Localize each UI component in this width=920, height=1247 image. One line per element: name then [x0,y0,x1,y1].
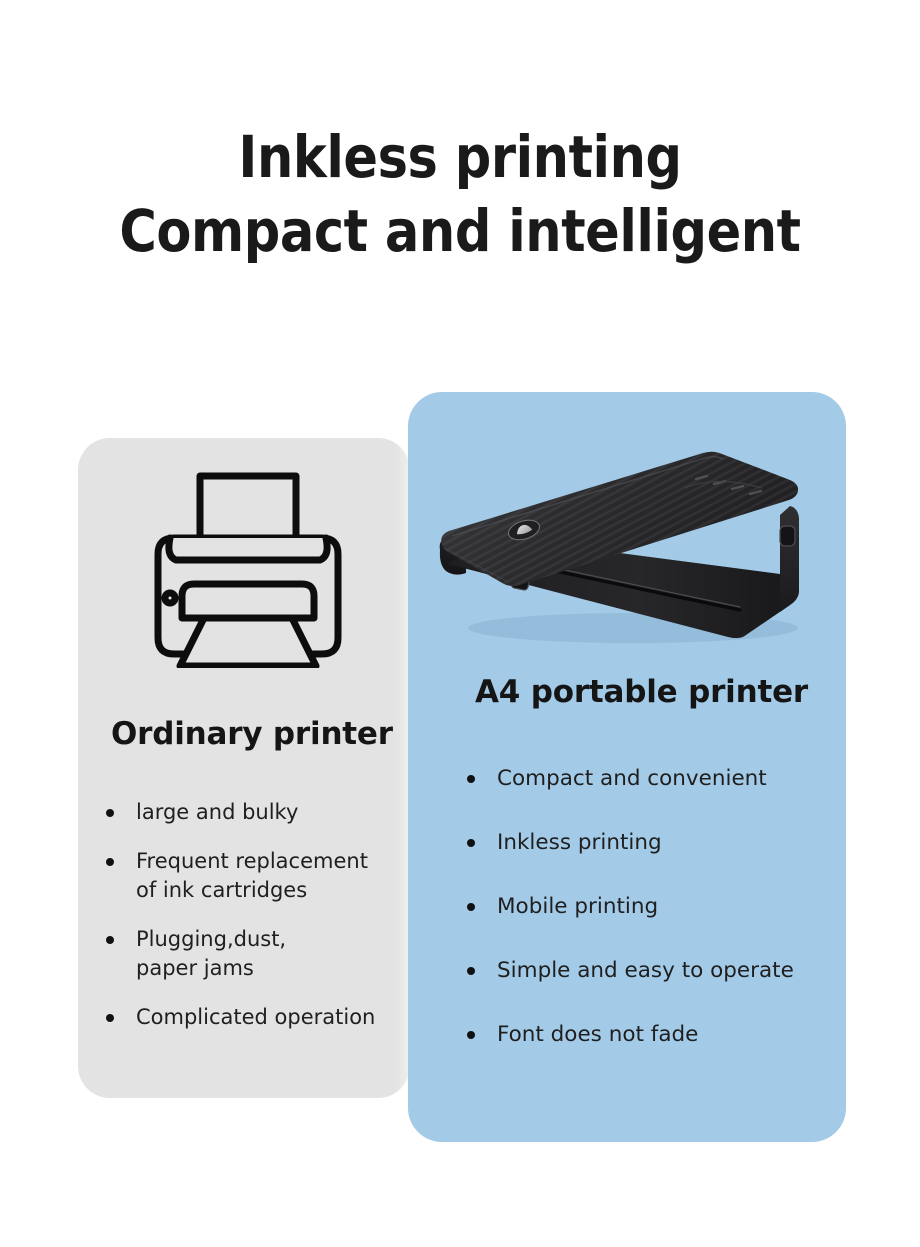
page-title: Inkless printing Compact and intelligent [55,120,865,268]
list-item: Font does not fade [463,1020,833,1049]
list-item-label: Frequent replacement of ink cartridges [136,849,368,902]
list-item: Complicated operation [102,1003,402,1032]
list-item-label: large and bulky [136,800,299,824]
bullet-dot-icon [106,936,114,944]
list-item-label: Complicated operation [136,1005,376,1029]
bullet-dot-icon [106,809,114,817]
list-item: Compact and convenient [463,764,833,793]
ordinary-printer-heading: Ordinary printer [111,716,393,752]
list-item: Mobile printing [463,892,833,921]
list-item-label: Compact and convenient [497,766,767,791]
printer-line-icon [148,468,348,670]
portable-printer-photo [428,432,828,672]
portable-printer-card: A4 portable printer Compact and convenie… [408,392,846,1142]
list-item-label: Plugging,dust, paper jams [136,927,287,980]
list-item-label: Font does not fade [497,1022,699,1047]
list-item-label: Inkless printing [497,830,662,855]
bullet-dot-icon [467,967,475,975]
page-title-line-2: Compact and intelligent [119,197,801,265]
portable-printer-heading: A4 portable printer [475,674,809,710]
bullet-dot-icon [467,775,475,783]
list-item-label: Mobile printing [497,894,659,919]
list-item: Simple and easy to operate [463,956,833,985]
bullet-dot-icon [106,1014,114,1022]
list-item: large and bulky [102,798,402,827]
list-item: Frequent replacement of ink cartridges [102,847,402,905]
bullet-dot-icon [467,903,475,911]
ordinary-printer-feature-list: large and bulky Frequent replacement of … [102,798,402,1052]
portable-printer-feature-list: Compact and convenient Inkless printing … [463,764,833,1084]
bullet-dot-icon [467,1031,475,1039]
page-title-line-1: Inkless printing [238,123,682,191]
bullet-dot-icon [106,858,114,866]
bullet-dot-icon [467,839,475,847]
ordinary-printer-card: Ordinary printer large and bulky Frequen… [78,438,410,1098]
list-item-label: Simple and easy to operate [497,958,794,983]
list-item: Inkless printing [463,828,833,857]
list-item: Plugging,dust, paper jams [102,925,402,983]
